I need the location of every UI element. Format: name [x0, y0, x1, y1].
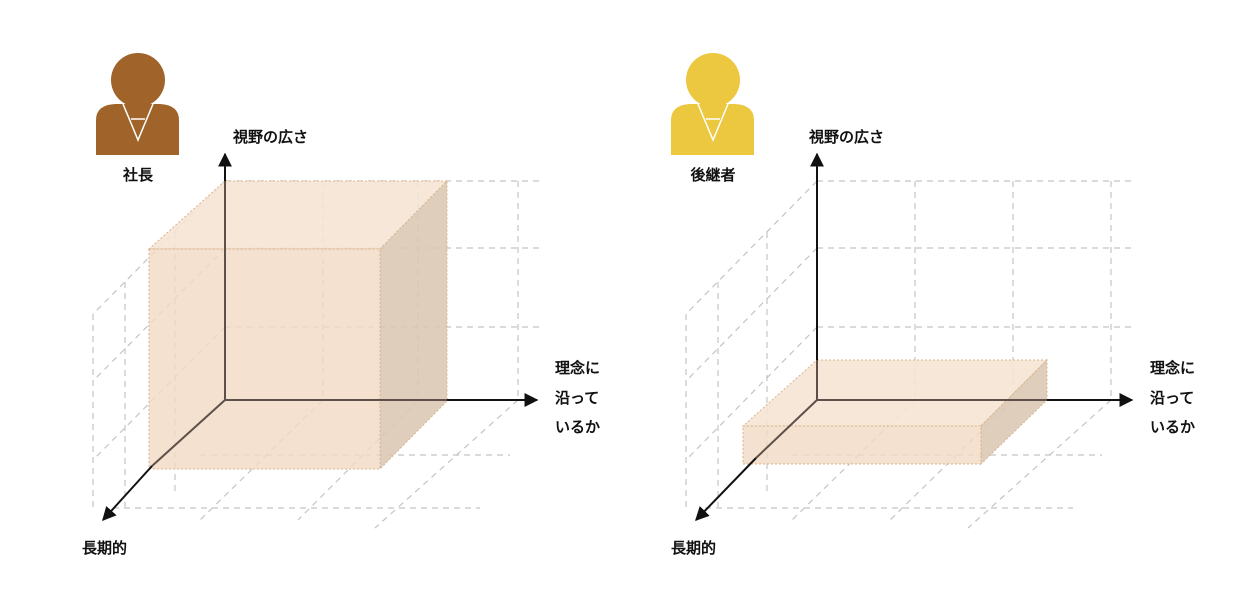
inner-axes: [755, 360, 1047, 459]
axis-label-depth: 長期的: [671, 539, 716, 557]
inner-axes: [151, 181, 447, 467]
axis-label-horizontal-2: 沿って: [1150, 389, 1194, 407]
axis-label-horizontal-2: 沿って: [555, 389, 599, 407]
person-icon: [96, 53, 179, 155]
person-icon: [671, 53, 754, 155]
axes: [102, 152, 539, 522]
axis-label-depth: 長期的: [82, 539, 127, 557]
axes: [695, 152, 1134, 522]
perspective-grid: [685, 180, 1133, 529]
panel-president: 社長: [82, 53, 600, 557]
volume-slab: [741, 358, 1049, 466]
panel-successor: 後継者: [671, 53, 1195, 557]
axis-label-vertical: 視野の広さ: [232, 128, 308, 146]
role-label: 社長: [122, 166, 154, 184]
axis-label-horizontal-1: 理念に: [1150, 359, 1195, 377]
volume-box: [147, 179, 449, 471]
axis-label-horizontal-3: いるか: [555, 418, 600, 436]
axis-label-horizontal-1: 理念に: [555, 359, 600, 377]
role-label: 後継者: [689, 166, 735, 184]
axis-label-horizontal-3: いるか: [1150, 418, 1195, 436]
axis-label-vertical: 視野の広さ: [808, 128, 884, 146]
